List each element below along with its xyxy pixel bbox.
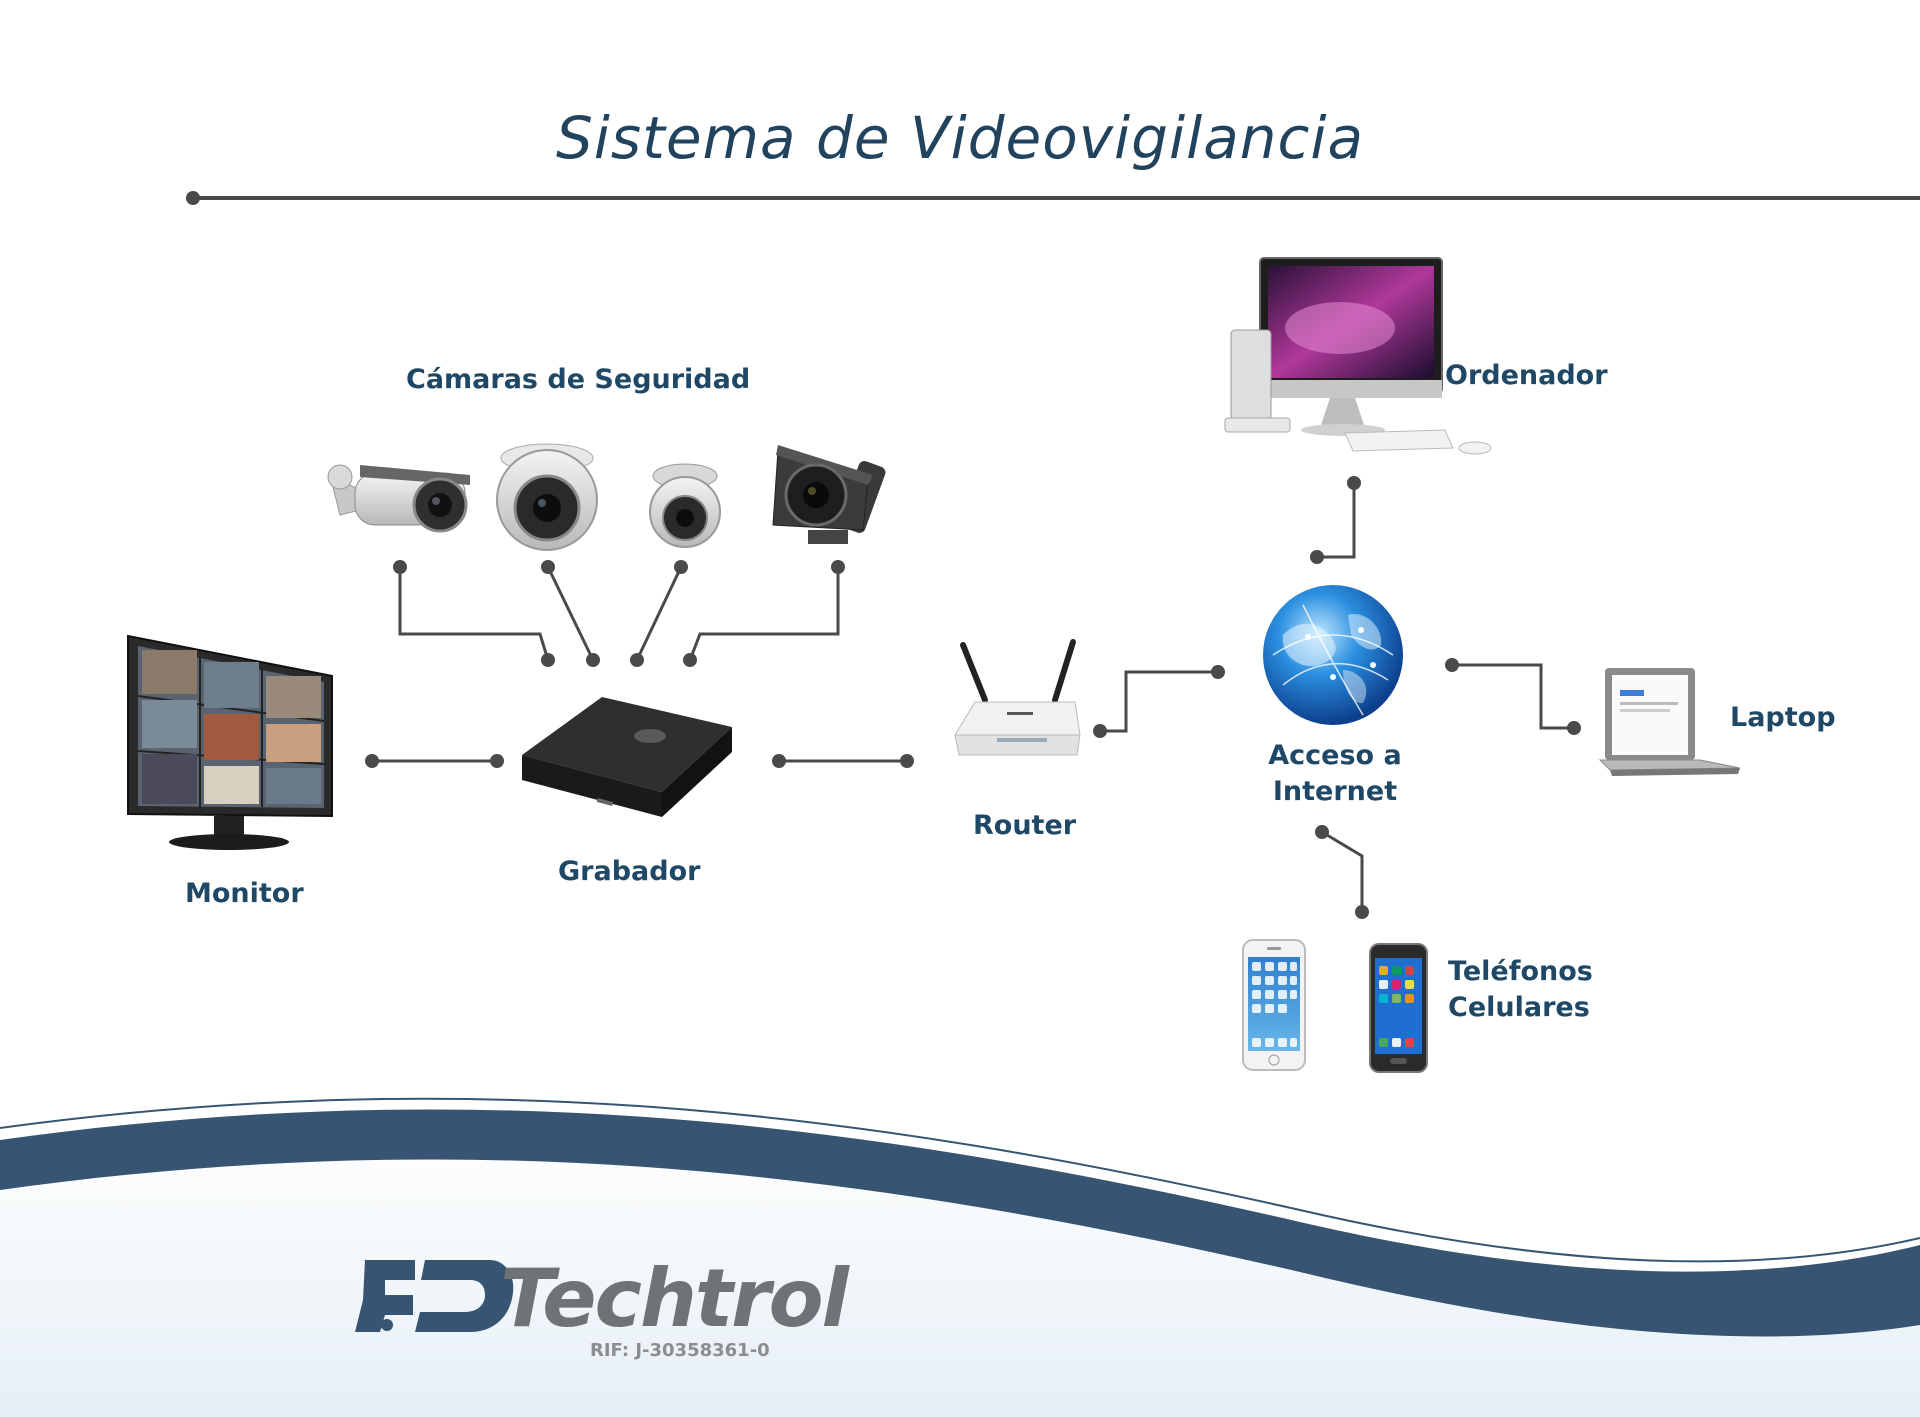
label-phones-line1: Teléfonos — [1448, 956, 1593, 987]
label-cameras: Cámaras de Seguridad — [406, 364, 751, 395]
laptop-icon — [1598, 668, 1741, 776]
brand-name: Techtrol — [500, 1252, 849, 1345]
camera-icon — [327, 464, 470, 533]
label-recorder: Grabador — [558, 856, 701, 887]
connectors — [372, 483, 1574, 912]
label-router: Router — [973, 810, 1077, 841]
camera-icon — [496, 443, 598, 551]
title-divider — [186, 191, 1920, 205]
label-internet: Acceso a Internet — [1265, 738, 1405, 810]
connector-dots — [365, 476, 1581, 919]
camera-icon — [649, 463, 721, 548]
brand-rif: RIF: J-30358361-0 — [590, 1340, 770, 1361]
router-icon — [954, 639, 1081, 756]
computer-icon — [1224, 257, 1492, 455]
label-phones: Teléfonos Celulares — [1448, 954, 1593, 1026]
phone-icon — [1242, 939, 1306, 1071]
label-internet-line1: Acceso a — [1268, 740, 1402, 771]
techtrol-logo-icon — [355, 1260, 514, 1332]
label-internet-line2: Internet — [1272, 776, 1398, 807]
label-phones-line2: Celulares — [1448, 992, 1590, 1023]
globe-icon — [1263, 585, 1403, 725]
phone-icon — [1369, 943, 1428, 1073]
label-monitor: Monitor — [185, 878, 304, 909]
footer-wave — [0, 1097, 1920, 1417]
camera-icon — [772, 445, 886, 544]
label-computer: Ordenador — [1445, 360, 1608, 391]
monitor-icon — [127, 634, 333, 850]
page-title: Sistema de Videovigilancia — [555, 104, 1365, 172]
label-laptop: Laptop — [1730, 702, 1836, 733]
recorder-icon — [522, 697, 732, 817]
